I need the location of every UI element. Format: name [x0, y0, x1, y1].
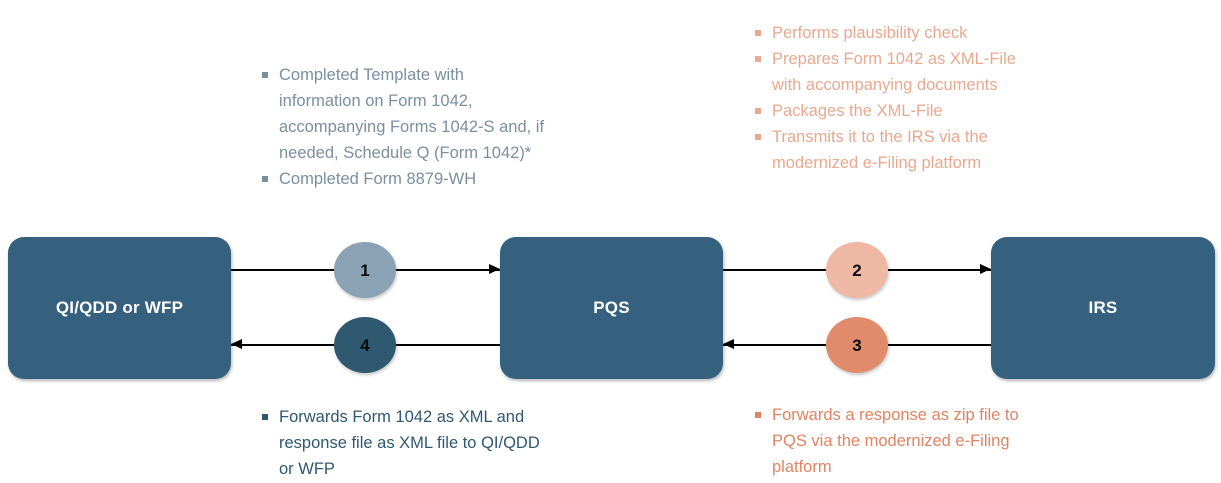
step-number-1: 1	[360, 260, 370, 280]
node-label-qi-qdd-or-wfp: QI/QDD or WFP	[55, 298, 184, 317]
note-block-step-3: Forwards a response as zip file to PQS v…	[755, 402, 1045, 480]
arrowhead-step-1	[489, 264, 500, 274]
note-block-step-2: Performs plausibility check Prepares For…	[755, 20, 1045, 176]
step-circle-3: 3	[826, 317, 888, 373]
arrowhead-step-3	[723, 339, 734, 349]
node-box-pqs: PQS	[500, 237, 723, 379]
step-number-4: 4	[360, 335, 370, 355]
note-item: Completed Template with information on F…	[262, 62, 550, 166]
step-circle-1: 1	[334, 242, 396, 298]
note-item: Forwards Form 1042 as XML and response f…	[262, 404, 552, 482]
note-list-step-4: Forwards Form 1042 as XML and response f…	[262, 404, 552, 482]
note-list-step-3: Forwards a response as zip file to PQS v…	[755, 402, 1045, 480]
step-number-3: 3	[852, 335, 862, 355]
node-label-pqs: PQS	[593, 298, 630, 317]
note-list-step-2: Performs plausibility check Prepares For…	[755, 20, 1045, 176]
note-item: Prepares Form 1042 as XML-File with acco…	[755, 46, 1045, 98]
node-label-irs: IRS	[1088, 298, 1118, 317]
arrowhead-step-2	[980, 264, 991, 274]
note-item: Packages the XML-File	[755, 98, 1045, 124]
note-block-step-1: Completed Template with information on F…	[262, 62, 550, 192]
node-box-irs: IRS	[991, 237, 1215, 379]
note-item: Performs plausibility check	[755, 20, 1045, 46]
step-circle-4: 4	[334, 317, 396, 373]
note-item: Forwards a response as zip file to PQS v…	[755, 402, 1045, 480]
note-item: Transmits it to the IRS via the moderniz…	[755, 124, 1045, 176]
arrowhead-step-4	[231, 339, 242, 349]
node-box-qi-qdd-or-wfp: QI/QDD or WFP	[8, 237, 231, 379]
note-block-step-4: Forwards Form 1042 as XML and response f…	[262, 404, 552, 482]
note-item: Completed Form 8879-WH	[262, 166, 550, 192]
step-circle-2: 2	[826, 242, 888, 298]
note-list-step-1: Completed Template with information on F…	[262, 62, 550, 192]
step-number-2: 2	[852, 260, 862, 280]
